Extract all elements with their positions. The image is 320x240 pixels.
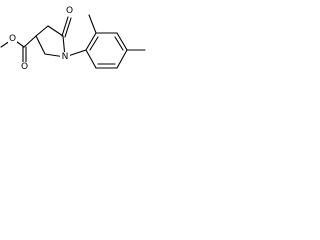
atom-ring-o-label: O xyxy=(66,6,73,16)
bond-c3-cester xyxy=(23,35,37,48)
methyl-ester xyxy=(0,35,37,63)
bond-ar3-ar4-inner xyxy=(114,36,124,51)
atom-ring-n: N xyxy=(60,52,70,62)
bond-c5-o-b xyxy=(64,17,72,38)
atom-ester-o-carbonyl: O xyxy=(20,62,29,72)
bond-ar6-ar1 xyxy=(85,49,97,69)
atom-ester-o-carbonyl-label: O xyxy=(21,62,28,72)
atom-labels: O N O O xyxy=(8,6,74,72)
methyl-substituents xyxy=(88,14,146,51)
atom-ester-o-single: O xyxy=(8,34,17,44)
bond-c3-c2 xyxy=(35,35,46,55)
bond-ar4-ar5 xyxy=(116,49,128,69)
molecule-structure: O N O O xyxy=(0,6,146,72)
atom-ester-o-single-label: O xyxy=(9,34,16,44)
bond-c5-o-a xyxy=(61,16,69,37)
atom-ring-o: O xyxy=(65,6,74,16)
lactam-carbonyl xyxy=(61,16,72,38)
bond-ar3-ar4 xyxy=(116,32,128,51)
benzene-ring xyxy=(85,32,128,69)
bond-c5-c4 xyxy=(47,25,64,37)
bond-ar1-ar2 xyxy=(85,32,97,51)
bond-ar1-ar2-inner xyxy=(89,36,99,51)
bond-ar2-methyl xyxy=(88,14,97,34)
bond-c4-c3 xyxy=(35,25,49,37)
atom-ring-n-label: N xyxy=(62,52,69,62)
